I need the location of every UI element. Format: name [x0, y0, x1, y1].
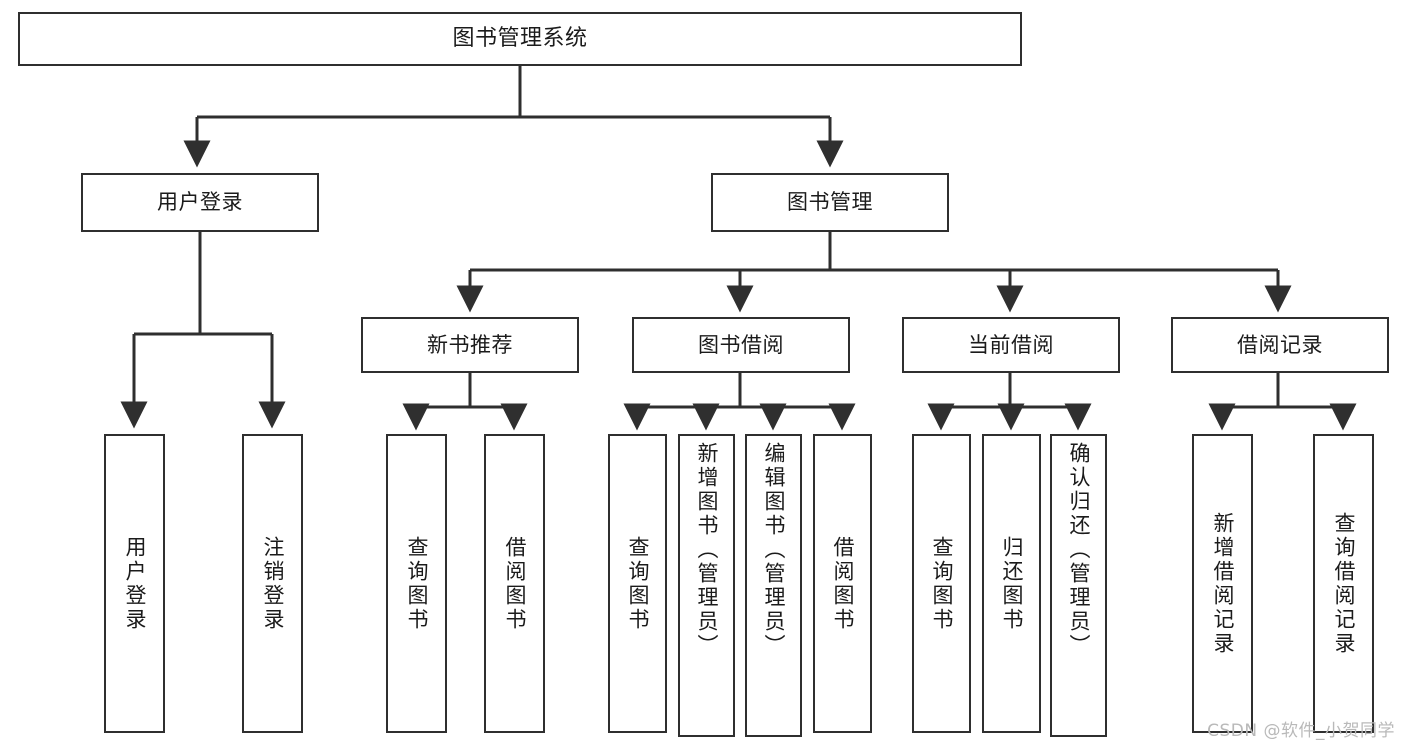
node-borrow-record-label: 借阅记录	[1237, 332, 1323, 357]
node-new-book-recommend[interactable]: 新书推荐	[361, 317, 579, 373]
node-root[interactable]: 图书管理系统	[18, 12, 1022, 66]
leaf-borrow-book-2[interactable]: 借阅图书	[813, 434, 872, 733]
leaf-edit-book-admin[interactable]: 编辑图书（管理员）	[745, 434, 802, 737]
leaf-query-borrow-record[interactable]: 查询借阅记录	[1313, 434, 1374, 733]
node-new-book-recommend-label: 新书推荐	[427, 332, 513, 357]
leaf-borrow-book-2-label: 借阅图书	[831, 535, 855, 632]
node-current-borrow-label: 当前借阅	[968, 332, 1054, 357]
leaf-logout[interactable]: 注销登录	[242, 434, 303, 733]
leaf-query-book-2[interactable]: 查询图书	[608, 434, 667, 733]
leaf-edit-book-admin-label: 编辑图书（管理员）	[762, 442, 786, 658]
leaf-logout-label: 注销登录	[261, 535, 285, 632]
leaf-query-book-1-label: 查询图书	[405, 535, 429, 632]
leaf-add-book-admin[interactable]: 新增图书（管理员）	[678, 434, 735, 737]
leaf-return-book-label: 归还图书	[1000, 535, 1024, 632]
leaf-user-login-label: 用户登录	[123, 535, 147, 632]
node-book-manage[interactable]: 图书管理	[711, 173, 949, 232]
node-book-borrow[interactable]: 图书借阅	[632, 317, 850, 373]
leaf-add-book-admin-label: 新增图书（管理员）	[695, 442, 719, 658]
watermark-text: CSDN @软件_小贺同学	[1207, 721, 1395, 741]
leaf-query-borrow-record-label: 查询借阅记录	[1332, 511, 1356, 656]
node-user-login[interactable]: 用户登录	[81, 173, 319, 232]
leaf-confirm-return-admin[interactable]: 确认归还（管理员）	[1050, 434, 1107, 737]
node-current-borrow[interactable]: 当前借阅	[902, 317, 1120, 373]
node-borrow-record[interactable]: 借阅记录	[1171, 317, 1389, 373]
node-book-borrow-label: 图书借阅	[698, 332, 784, 357]
leaf-query-book-1[interactable]: 查询图书	[386, 434, 447, 733]
leaf-query-book-3-label: 查询图书	[930, 535, 954, 632]
leaf-user-login[interactable]: 用户登录	[104, 434, 165, 733]
leaf-confirm-return-admin-label: 确认归还（管理员）	[1067, 442, 1091, 658]
leaf-borrow-book-1[interactable]: 借阅图书	[484, 434, 545, 733]
leaf-query-book-2-label: 查询图书	[626, 535, 650, 632]
node-root-label: 图书管理系统	[452, 26, 588, 52]
node-book-manage-label: 图书管理	[787, 190, 873, 215]
leaf-add-borrow-record-label: 新增借阅记录	[1211, 511, 1235, 656]
leaf-query-book-3[interactable]: 查询图书	[912, 434, 971, 733]
leaf-borrow-book-1-label: 借阅图书	[503, 535, 527, 632]
leaf-return-book[interactable]: 归还图书	[982, 434, 1041, 733]
leaf-add-borrow-record[interactable]: 新增借阅记录	[1192, 434, 1253, 733]
node-user-login-label: 用户登录	[157, 190, 243, 215]
